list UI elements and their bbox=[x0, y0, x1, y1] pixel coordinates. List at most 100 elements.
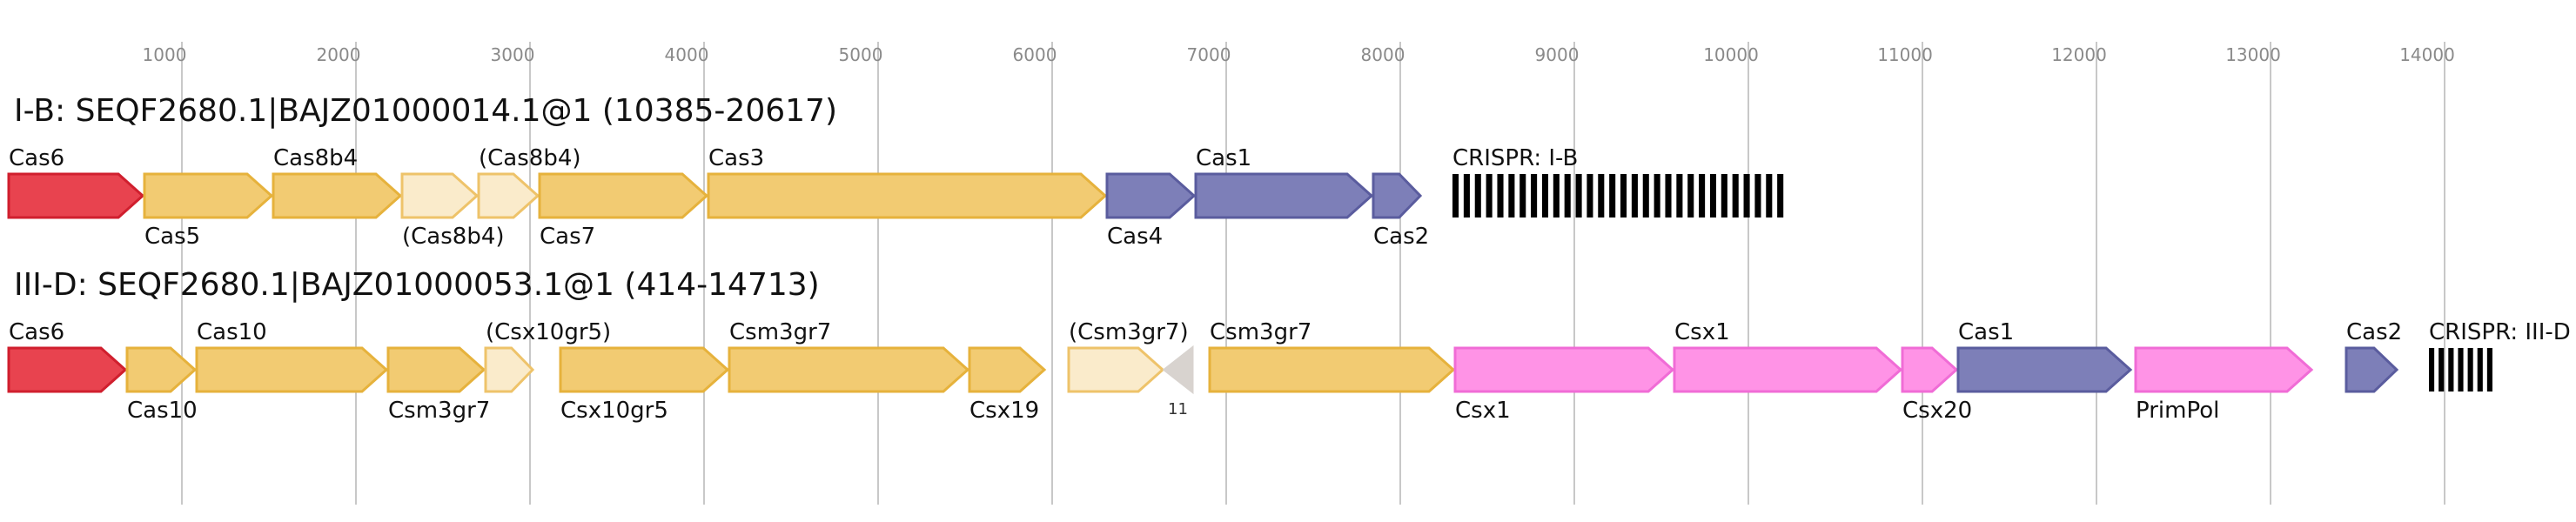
crispr-repeat bbox=[1564, 174, 1571, 218]
gene-arrow bbox=[1208, 346, 1456, 393]
crispr-repeat bbox=[1766, 174, 1773, 218]
gene-arrow bbox=[272, 172, 403, 219]
gene-arrow bbox=[7, 346, 128, 393]
gene-arrow bbox=[1901, 346, 1959, 393]
gene-arrow bbox=[143, 172, 274, 219]
gene-label: PrimPol bbox=[2136, 398, 2219, 424]
crispr-repeat bbox=[2477, 348, 2483, 392]
gene-arrow bbox=[538, 172, 709, 219]
gene-arrow bbox=[707, 172, 1108, 219]
gene-label: Cas10 bbox=[197, 319, 267, 345]
crispr-repeat bbox=[1541, 174, 1549, 218]
gene-label: Cas10 bbox=[127, 398, 198, 424]
gene-label: Csx20 bbox=[1902, 398, 1972, 424]
gene-arrow bbox=[484, 346, 535, 393]
crispr-label: CRISPR: III-D bbox=[2429, 319, 2571, 345]
gene-label: Csm3gr7 bbox=[388, 398, 490, 424]
gene-label: Cas8b4 bbox=[273, 145, 358, 171]
tracks: I-B: SEQF2680.1|BAJZ01000014.1@1 (10385-… bbox=[7, 93, 2571, 424]
gene-label: Csx10gr5 bbox=[560, 398, 668, 424]
crispr-repeat bbox=[2486, 348, 2492, 392]
tick-label: 8000 bbox=[1361, 44, 1405, 65]
gene-arrow bbox=[1105, 172, 1197, 219]
gene-label: Cas7 bbox=[540, 224, 595, 250]
crispr-repeat bbox=[1709, 174, 1717, 218]
crispr-repeat bbox=[1777, 174, 1784, 218]
tick-label: 1000 bbox=[143, 44, 187, 65]
crispr-repeat bbox=[1463, 174, 1470, 218]
tick-label: 5000 bbox=[839, 44, 883, 65]
gene-label: Cas5 bbox=[144, 224, 200, 250]
crispr-repeat bbox=[1474, 174, 1481, 218]
gene-arrow bbox=[2134, 346, 2314, 393]
track-title: I-B: SEQF2680.1|BAJZ01000014.1@1 (10385-… bbox=[14, 93, 837, 129]
crispr-repeat bbox=[2448, 348, 2454, 392]
crispr-repeat bbox=[1687, 174, 1694, 218]
gene-arrow bbox=[728, 346, 970, 393]
crispr-repeat bbox=[1665, 174, 1672, 218]
gene-label: Cas2 bbox=[2346, 319, 2402, 345]
gene-arrow bbox=[1067, 346, 1165, 393]
crispr-repeat bbox=[1497, 174, 1504, 218]
gene-arrow bbox=[1372, 172, 1423, 219]
gene-label: Cas1 bbox=[1196, 145, 1251, 171]
gene-label: (Cas8b4) bbox=[479, 145, 581, 171]
crispr-repeat bbox=[2429, 348, 2435, 392]
tick-label: 3000 bbox=[491, 44, 535, 65]
crispr-repeat bbox=[2438, 348, 2445, 392]
crispr-repeat bbox=[1642, 174, 1649, 218]
tick-label: 11000 bbox=[1877, 44, 1933, 65]
crispr-repeat bbox=[1553, 174, 1560, 218]
crispr-repeat bbox=[1531, 174, 1538, 218]
gene-label: Cas2 bbox=[1373, 224, 1429, 250]
gene-label: Cas4 bbox=[1107, 224, 1163, 250]
crispr-repeat bbox=[1519, 174, 1526, 218]
gene-arrow bbox=[400, 172, 480, 219]
gene-label: Csm3gr7 bbox=[1210, 319, 1311, 345]
gene-label: Csx1 bbox=[1455, 398, 1511, 424]
crispr-repeat bbox=[2467, 348, 2473, 392]
gene-label: Cas3 bbox=[708, 145, 764, 171]
track: III-D: SEQF2680.1|BAJZ01000053.1@1 (414-… bbox=[7, 267, 2571, 424]
gene-arrow bbox=[1673, 346, 1903, 393]
crispr-repeat bbox=[1486, 174, 1493, 218]
crispr-repeat bbox=[1721, 174, 1727, 218]
tick-label: 4000 bbox=[665, 44, 709, 65]
gene-label: Cas1 bbox=[1958, 319, 2014, 345]
crispr-repeat bbox=[1699, 174, 1706, 218]
tick-label: 13000 bbox=[2225, 44, 2281, 65]
crispr-array: CRISPR: III-D bbox=[2429, 319, 2571, 392]
tick-label: 10000 bbox=[1703, 44, 1759, 65]
gene-arrow bbox=[1162, 345, 1194, 395]
crispr-repeat bbox=[1620, 174, 1627, 218]
gene-arrow bbox=[386, 346, 486, 393]
crispr-repeat bbox=[1732, 174, 1739, 218]
crispr-label: CRISPR: I-B bbox=[1452, 145, 1578, 171]
gene-arrow bbox=[195, 346, 389, 393]
gene-label: Cas6 bbox=[9, 319, 64, 345]
crispr-repeat bbox=[1598, 174, 1605, 218]
crispr-repeat bbox=[1631, 174, 1638, 218]
gene-label: (Csx10gr5) bbox=[486, 319, 611, 345]
gene-arrow bbox=[968, 346, 1047, 393]
gene-arrow bbox=[1453, 346, 1675, 393]
crispr-repeat bbox=[1508, 174, 1515, 218]
gene-label: Cas6 bbox=[9, 145, 64, 171]
crispr-repeat bbox=[1676, 174, 1683, 218]
tick-label: 7000 bbox=[1187, 44, 1231, 65]
gene-arrow bbox=[125, 346, 198, 393]
crispr-repeat bbox=[1743, 174, 1750, 218]
gene-label: Csx19 bbox=[969, 398, 1039, 424]
crispr-repeat bbox=[1609, 174, 1616, 218]
gene-arrow bbox=[477, 172, 540, 219]
gene-arrow bbox=[1194, 172, 1374, 219]
gene-arrow bbox=[7, 172, 145, 219]
crispr-array: CRISPR: I-B bbox=[1452, 145, 1784, 218]
tick-label: 12000 bbox=[2051, 44, 2107, 65]
gene-arrow bbox=[1956, 346, 2133, 393]
gene-label: (Cas8b4) bbox=[402, 224, 505, 250]
tick-label: 6000 bbox=[1013, 44, 1057, 65]
gene-label: Csm3gr7 bbox=[729, 319, 831, 345]
crispr-repeat bbox=[2458, 348, 2464, 392]
